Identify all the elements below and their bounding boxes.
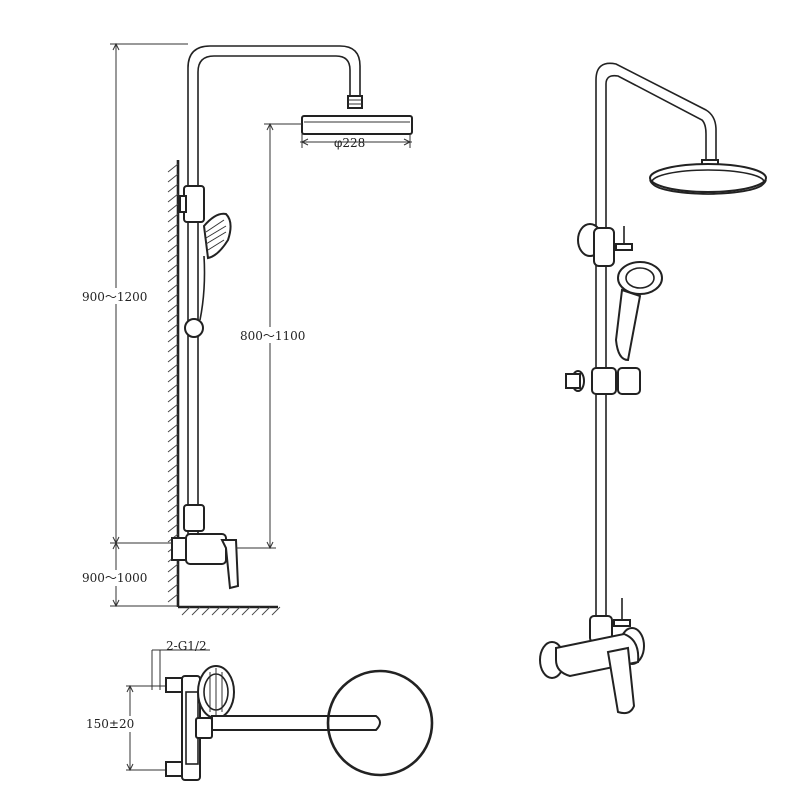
floor-hatch-line bbox=[211, 606, 221, 616]
wall-hatch-line bbox=[167, 163, 179, 173]
wall-hatch-line bbox=[167, 233, 179, 243]
floor-hatch-line bbox=[241, 606, 251, 616]
wall-hatch-line bbox=[167, 433, 179, 443]
floor-hatch-line bbox=[271, 606, 281, 616]
floor-hatch-line bbox=[221, 606, 231, 616]
wall-hatch-line bbox=[167, 273, 179, 283]
riser-pipe-inner bbox=[197, 55, 351, 538]
wall-hatch-line bbox=[167, 523, 179, 533]
wall-hatch-line bbox=[167, 173, 179, 183]
top-plan-view: 2-G1/2 150±20 bbox=[84, 639, 434, 781]
wall-hatch-line bbox=[167, 513, 179, 523]
wall-hatch-line bbox=[167, 403, 179, 413]
wall-hatch-line bbox=[167, 473, 179, 483]
inlet-nut-bottom bbox=[165, 761, 183, 777]
wall-hatch-line bbox=[167, 213, 179, 223]
slider-holder-3d bbox=[617, 367, 641, 395]
diverter-body bbox=[183, 504, 205, 532]
floor-hatch-line bbox=[261, 606, 271, 616]
shower-arm-top bbox=[211, 715, 381, 731]
mixer-lever-3d bbox=[606, 646, 636, 715]
wall-hatch-line bbox=[167, 373, 179, 383]
dimension-labels: 900～1200 800～1100 900～1000 φ228 bbox=[80, 136, 365, 586]
wall-hatch-line bbox=[167, 293, 179, 303]
mixer-height-label: 900～1000 bbox=[82, 571, 147, 585]
wall-hatch-line bbox=[167, 443, 179, 453]
wall-hatch-line bbox=[167, 283, 179, 293]
total-height-label: 900～1200 bbox=[82, 290, 147, 304]
floor-hatch-line bbox=[181, 606, 191, 616]
wall-hatch-line bbox=[167, 463, 179, 473]
wall-hatch-line bbox=[167, 573, 179, 583]
wall-hatch-line bbox=[167, 303, 179, 313]
rain-head-side bbox=[301, 115, 413, 135]
wall-hatch-line bbox=[167, 253, 179, 263]
wall-hatch-line bbox=[167, 243, 179, 253]
mixer-handle-side bbox=[220, 539, 240, 590]
floor-hatch-line bbox=[191, 606, 201, 616]
inlet-nut-top bbox=[165, 677, 183, 693]
inlet-thread-label: 2-G1/2 bbox=[166, 639, 207, 653]
wall-hatch-line bbox=[167, 313, 179, 323]
wall-hatch-line bbox=[167, 353, 179, 363]
wall-hatch-line bbox=[167, 423, 179, 433]
wall-connector-side bbox=[171, 537, 187, 561]
inlet-spacing-label: 150±20 bbox=[86, 717, 134, 731]
side-elevation-view bbox=[167, 45, 413, 616]
head-connector bbox=[347, 95, 363, 109]
head-diameter-label: φ228 bbox=[334, 136, 365, 150]
wall-hatch-line bbox=[167, 333, 179, 343]
wall-hatch-line bbox=[167, 593, 179, 603]
hand-shower-side bbox=[202, 212, 232, 260]
rain-head-3d bbox=[649, 163, 767, 193]
wall-hatch-line bbox=[167, 183, 179, 193]
wall-hatch-line bbox=[167, 393, 179, 403]
rain-head-top bbox=[326, 669, 434, 777]
slider-knob-side bbox=[184, 318, 204, 338]
slider-3d bbox=[591, 367, 617, 395]
wall-hatch-line bbox=[167, 563, 179, 573]
wall-hatch-line bbox=[167, 323, 179, 333]
wall-hatch-line bbox=[167, 363, 179, 373]
hand-shower-handle-3d bbox=[614, 288, 642, 362]
wall-hatch-line bbox=[167, 343, 179, 353]
wall-hatch-line bbox=[167, 493, 179, 503]
floor-hatch-line bbox=[251, 606, 261, 616]
wall-hatch-line bbox=[167, 383, 179, 393]
mixer-body-side bbox=[185, 533, 227, 565]
hand-shower-hose bbox=[199, 255, 206, 321]
wall-hatch bbox=[167, 163, 179, 603]
perspective-view bbox=[539, 62, 767, 715]
diverter-top bbox=[195, 717, 213, 739]
wall-hatch-line bbox=[167, 453, 179, 463]
upper-lever-3d bbox=[615, 243, 633, 251]
wall-hatch-line bbox=[167, 223, 179, 233]
hand-shower-3d bbox=[617, 261, 663, 295]
head-height-label: 800～1100 bbox=[240, 329, 305, 343]
riser-3d bbox=[595, 62, 717, 632]
floor-hatch-line bbox=[231, 606, 241, 616]
upper-clamp-3d bbox=[593, 227, 615, 267]
wall-hatch-line bbox=[167, 583, 179, 593]
wall-hatch-line bbox=[167, 483, 179, 493]
wall-hatch-line bbox=[167, 193, 179, 203]
riser-pipe bbox=[187, 45, 361, 538]
floor-hatch-line bbox=[201, 606, 211, 616]
wall-hatch-line bbox=[167, 203, 179, 213]
wall-hatch-line bbox=[167, 413, 179, 423]
wall-hatch-line bbox=[167, 263, 179, 273]
floor-hatch bbox=[181, 606, 281, 616]
wall-hatch-line bbox=[167, 503, 179, 513]
